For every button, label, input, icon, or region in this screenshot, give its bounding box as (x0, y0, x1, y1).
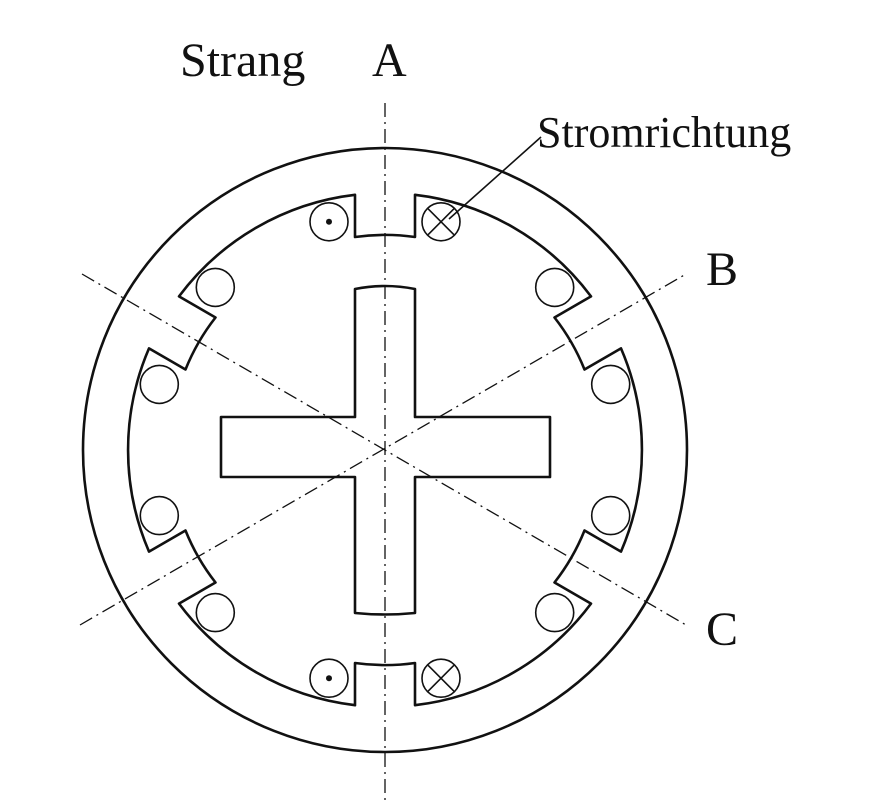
label-phase-c: C (706, 603, 738, 656)
coil-sides (139, 202, 631, 699)
coil-side-conductor (309, 658, 349, 699)
coil-side-conductor (534, 592, 575, 633)
coil-side-conductor (139, 495, 180, 536)
coil-side-conductor (534, 267, 575, 308)
axis-phase-c (81, 273, 687, 626)
coil-side-conductor (590, 495, 631, 536)
coil-side-conductor (421, 202, 461, 242)
stator-inner-contour-with-poles (126, 193, 644, 707)
label-phase-a: A (372, 34, 407, 87)
coil-side-conductor (421, 658, 461, 699)
current-out-of-page-dot (326, 675, 332, 682)
current-into-page-cross (427, 664, 455, 692)
coil-side-conductor (195, 267, 236, 308)
coil-side-conductor (195, 592, 236, 633)
coil-side-conductor (139, 364, 180, 405)
current-out-of-page-dot (326, 218, 332, 225)
label-strang: Strang (180, 34, 305, 87)
coil-side-conductor (590, 364, 631, 405)
label-stromrichtung: Stromrichtung (537, 108, 791, 157)
coil-side-conductor (309, 202, 349, 242)
label-phase-b: B (706, 243, 738, 296)
current-into-page-cross (427, 208, 455, 236)
stromrichtung-leader-line (448, 136, 542, 220)
